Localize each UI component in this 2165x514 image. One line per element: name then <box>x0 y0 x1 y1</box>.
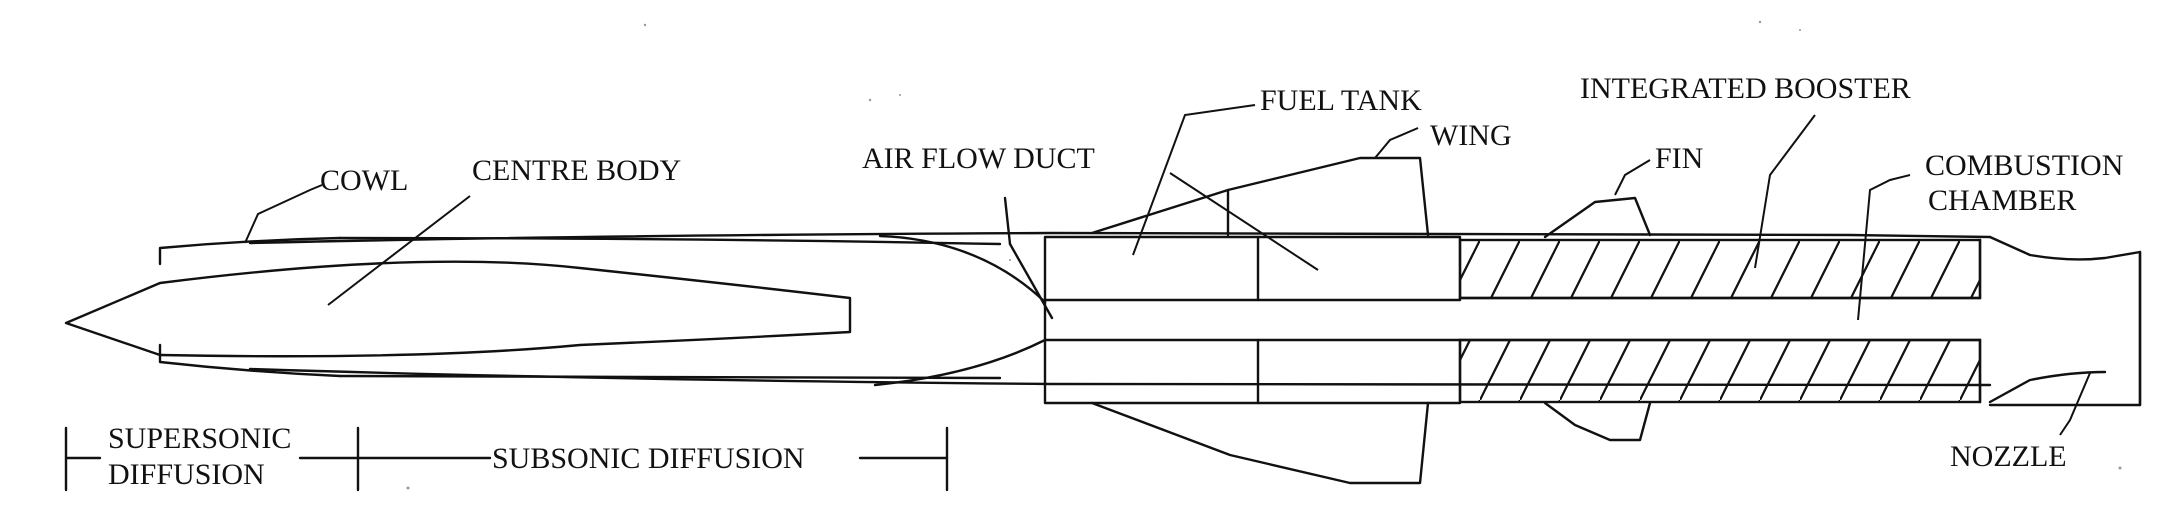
missile-body <box>158 231 1992 387</box>
air-flow-duct-curves <box>873 196 1054 387</box>
fuel-tank-label: FUEL TANK <box>1260 84 1422 117</box>
nozzle-shape <box>1978 235 2142 407</box>
combustion-chamber-label-line1: COMBUSTION <box>1925 149 2123 182</box>
diffusion-dimension-markers <box>64 426 949 492</box>
fuel-tank-blocks <box>1043 235 1462 405</box>
leader-lines <box>244 104 2091 436</box>
air-flow-duct-label: AIR FLOW DUCT <box>862 142 1095 175</box>
integrated-booster-grain <box>1458 238 1982 404</box>
supersonic-label-line1: SUPERSONIC <box>108 422 291 455</box>
scan-specks <box>406 20 2122 490</box>
integrated-booster-label: INTEGRATED BOOSTER <box>1580 72 1911 105</box>
fins <box>1543 196 1652 442</box>
nozzle-label: NOZZLE <box>1950 440 2067 473</box>
wings <box>1090 156 1430 485</box>
subsonic-label: SUBSONIC DIFFUSION <box>492 442 805 475</box>
cowl-label: COWL <box>320 164 408 197</box>
fin-label: FIN <box>1655 142 1703 175</box>
combustion-chamber-label-line2: CHAMBER <box>1928 184 2076 217</box>
supersonic-label-line2: DIFFUSION <box>108 458 265 491</box>
centre-body-shape <box>64 260 852 358</box>
wing-label: WING <box>1430 119 1512 152</box>
centre-body-label: CENTRE BODY <box>472 154 681 187</box>
